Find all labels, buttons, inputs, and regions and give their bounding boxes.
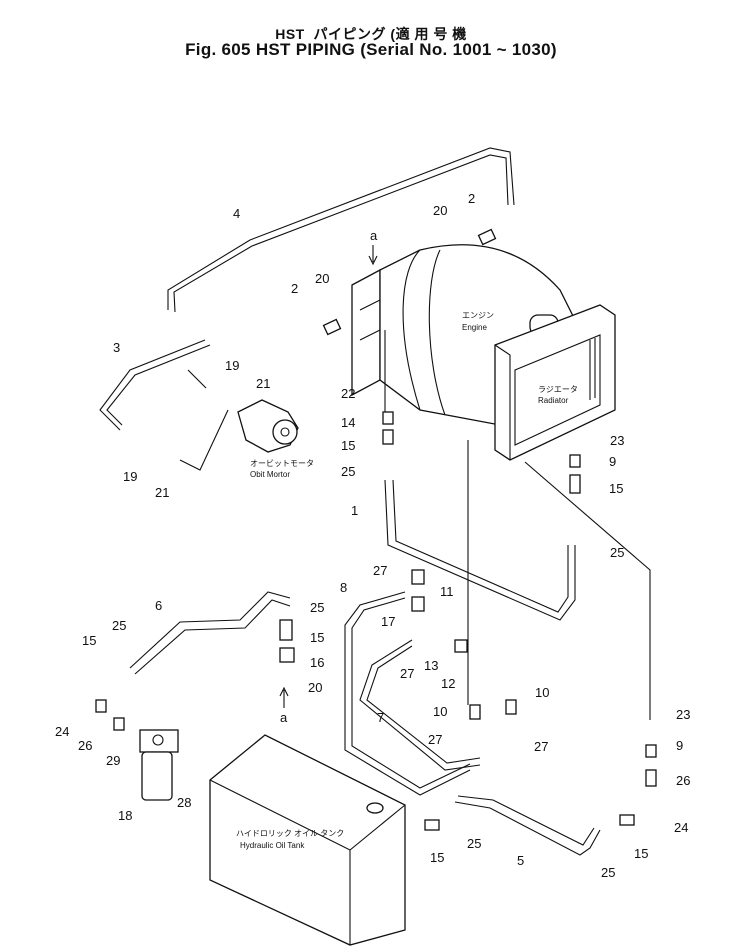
- callout-label: 28: [177, 795, 191, 810]
- callout-label: 22: [341, 386, 355, 401]
- title-line-1: HST パイピング (適 用 号 機: [0, 24, 742, 44]
- callout-label: 19: [123, 469, 137, 484]
- engine-leader-lines: [384, 330, 469, 705]
- callout-label: 20: [308, 680, 322, 695]
- callout-label: 23: [610, 433, 624, 448]
- callout-label: 1: [351, 503, 358, 518]
- callout-label: 15: [609, 481, 623, 496]
- motor-leader-lines: [179, 369, 229, 471]
- callout-label: 20: [433, 203, 447, 218]
- callout-label: 5: [517, 853, 524, 868]
- callout-label: 12: [441, 676, 455, 691]
- callout-label: 2: [468, 191, 475, 206]
- ref-mark-a-bottom: a: [280, 710, 288, 725]
- callout-label: 11: [440, 584, 454, 599]
- ref-arrow-a-top: [368, 245, 378, 266]
- callout-label: 27: [534, 739, 548, 754]
- motor-label-en: Obit Mortor: [250, 470, 290, 479]
- callout-label: 25: [341, 464, 355, 479]
- callout-label: 9: [609, 454, 616, 469]
- title-jp: パイピング: [313, 26, 387, 42]
- callout-label: 15: [341, 438, 355, 453]
- callout-label: 26: [676, 773, 690, 788]
- motor-label-jp: オービットモータ: [250, 459, 314, 468]
- ref-mark-a-top: a: [370, 228, 378, 243]
- hose-3: [99, 339, 211, 431]
- callout-label: 20: [315, 271, 329, 286]
- callout-label: 24: [674, 820, 688, 835]
- callout-label: 4: [233, 206, 240, 221]
- ref-arrow-a-bottom: [279, 686, 289, 708]
- title-hst: HST: [275, 26, 305, 42]
- callout-label: 21: [155, 485, 169, 500]
- callout-label: 15: [82, 633, 96, 648]
- callout-label: 8: [340, 580, 347, 595]
- callout-label: 9: [676, 738, 683, 753]
- pipe-1: [384, 479, 576, 621]
- callout-label: 13: [424, 658, 438, 673]
- radiator: ラジエータ Radiator: [494, 304, 616, 461]
- callout-label: 27: [373, 563, 387, 578]
- callout-label: 19: [225, 358, 239, 373]
- callout-label: 25: [467, 836, 481, 851]
- callout-label: 26: [78, 738, 92, 753]
- pipe-5: [454, 795, 601, 856]
- oil-filter: [139, 729, 179, 801]
- hydraulic-oil-tank: ハイドロリック オイル タンク Hydraulic Oil Tank: [209, 734, 406, 946]
- callout-label: 16: [310, 655, 324, 670]
- orbit-motor: オービットモータ Obit Mortor: [237, 399, 314, 479]
- callout-label: 10: [433, 704, 447, 719]
- title-applicability-jp: (適 用 号 機: [390, 26, 467, 42]
- callout-label: 23: [676, 707, 690, 722]
- callout-label: 10: [535, 685, 549, 700]
- callout-label: 14: [341, 415, 355, 430]
- radiator-leader-line: [524, 461, 651, 720]
- radiator-label-jp: ラジエータ: [538, 385, 578, 394]
- pipe-6: [129, 591, 291, 675]
- callout-label: 15: [430, 850, 444, 865]
- callout-label: 18: [118, 808, 132, 823]
- radiator-label-en: Radiator: [538, 396, 569, 405]
- callout-label: 25: [310, 600, 324, 615]
- callout-label: 2: [291, 281, 298, 296]
- figure-title: Fig. 605 HST PIPING (Serial No. 1001 ~ 1…: [185, 40, 557, 59]
- callout-label: 25: [610, 545, 624, 560]
- callout-label: 25: [112, 618, 126, 633]
- callout-label: 15: [310, 630, 324, 645]
- callout-label: 3: [113, 340, 120, 355]
- callout-label: 27: [428, 732, 442, 747]
- hose-8: [344, 591, 471, 796]
- engine-label-en: Engine: [462, 323, 487, 332]
- hose-7: [359, 639, 481, 771]
- callout-label: 27: [400, 666, 414, 681]
- engine-label-jp: エンジン: [462, 311, 494, 320]
- hose-4: [167, 147, 515, 313]
- callout-label: 7: [377, 710, 384, 725]
- callout-label: 29: [106, 753, 120, 768]
- callout-label: 21: [256, 376, 270, 391]
- tank-label-en: Hydraulic Oil Tank: [240, 841, 305, 850]
- callout-label: 17: [381, 614, 395, 629]
- callout-labels: 4 20 2 2 20 3 19 21 19 21 22 14 15 25 1 …: [55, 191, 690, 880]
- callout-label: 25: [601, 865, 615, 880]
- tank-label-jp: ハイドロリック オイル タンク: [236, 829, 344, 838]
- callout-label: 15: [634, 846, 648, 861]
- callout-label: 24: [55, 724, 69, 739]
- callout-label: 6: [155, 598, 162, 613]
- fittings: [95, 228, 657, 831]
